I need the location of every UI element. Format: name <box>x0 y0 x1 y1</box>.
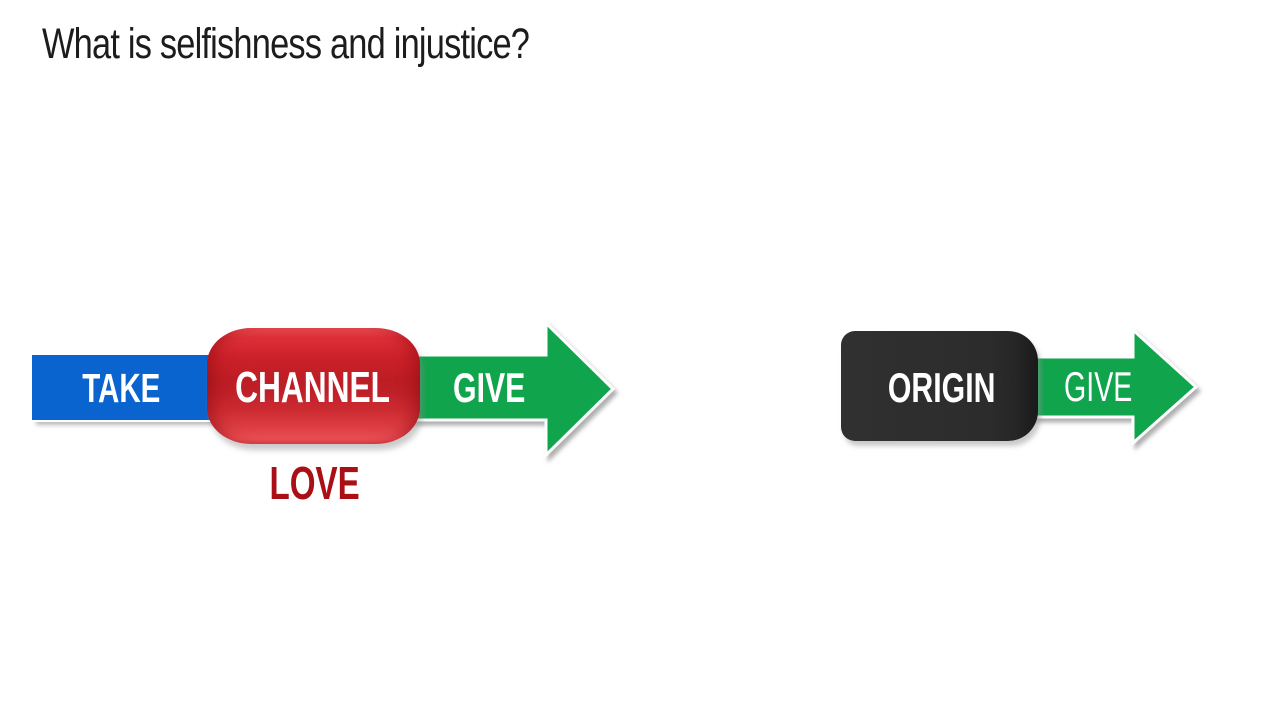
origin-box <box>841 331 1038 441</box>
channel-cylinder <box>207 328 420 444</box>
give-arrow-right-shape <box>1028 326 1199 447</box>
love-caption: LOVE <box>269 457 361 509</box>
take-bar <box>32 355 228 420</box>
give-arrow-left-shape <box>408 319 616 459</box>
give-arrow-right <box>1028 326 1199 447</box>
give-arrow-left <box>408 319 616 459</box>
slide-title: What is selfishness and injustice? <box>42 20 530 68</box>
